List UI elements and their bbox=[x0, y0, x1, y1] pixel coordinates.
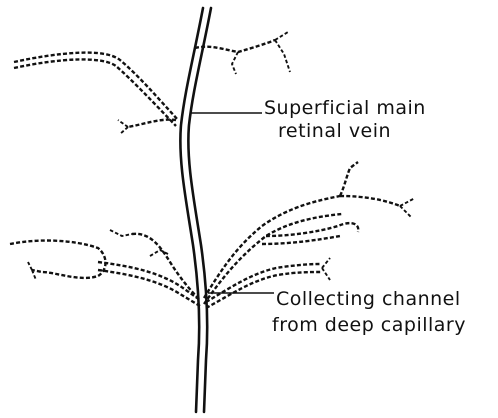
channel-label-line2: from deep capillary bbox=[272, 314, 466, 336]
vein-label-line2: retinal vein bbox=[278, 120, 391, 142]
lower-capillary-network bbox=[10, 162, 415, 308]
vein-label-line1: Superficial main bbox=[264, 97, 426, 119]
main-retinal-vein bbox=[180, 8, 211, 412]
upper-capillary-network bbox=[14, 32, 290, 134]
channel-label-line1: Collecting channel bbox=[276, 288, 461, 310]
